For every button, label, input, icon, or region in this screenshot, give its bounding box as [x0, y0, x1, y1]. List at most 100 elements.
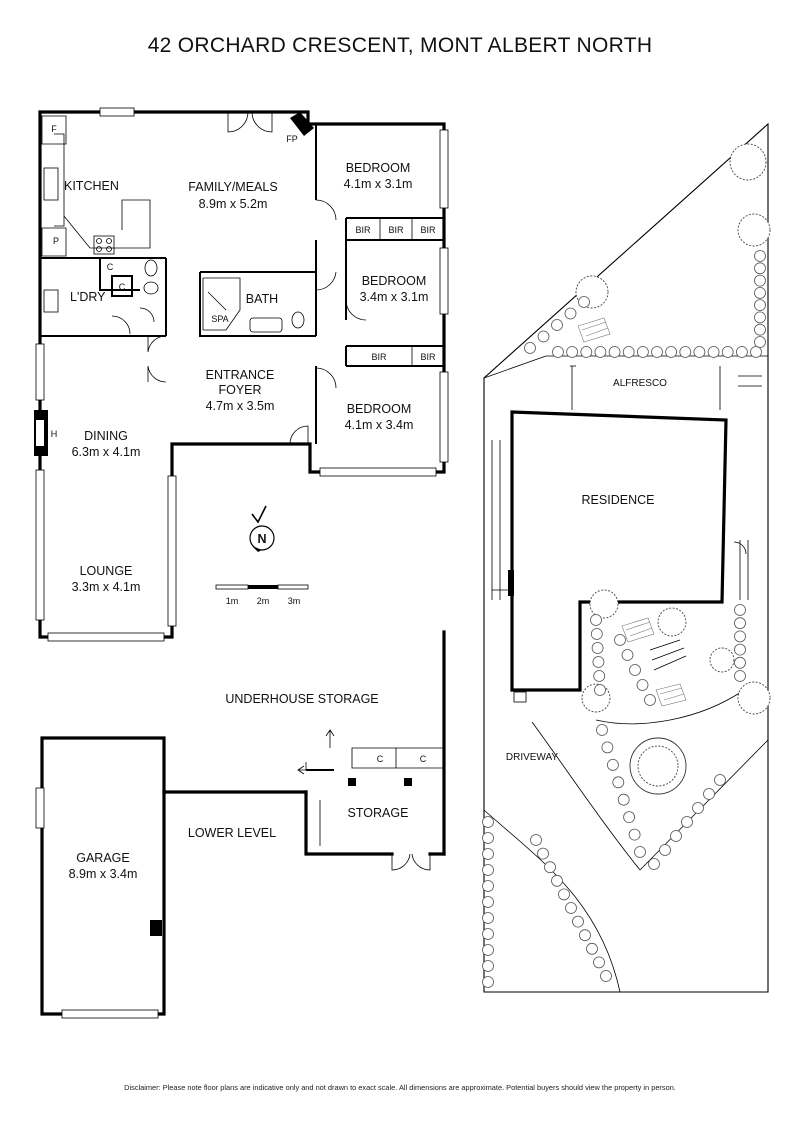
- shrub-13: [736, 346, 748, 358]
- bir-label-3: BIR: [420, 225, 436, 235]
- shrub-78: [621, 649, 634, 661]
- shrub-border: [482, 250, 766, 988]
- shrub-72: [590, 628, 603, 640]
- garage-size: 8.9m x 3.4m: [69, 867, 138, 881]
- residence-label: RESIDENCE: [582, 493, 655, 507]
- burner-4: [106, 246, 112, 252]
- window-kitchen-north: [99, 107, 135, 117]
- shrub-37: [482, 960, 494, 972]
- bedroom3-size: 4.1m x 3.4m: [345, 418, 414, 432]
- compass-letter: N: [257, 532, 266, 546]
- scale-tick-3m: 3m: [288, 596, 301, 606]
- shrub-11: [707, 346, 720, 358]
- kitchen-label: KITCHEN: [64, 179, 119, 193]
- kitchen-bench-west: [54, 133, 65, 227]
- window-lounge-west: [35, 469, 45, 621]
- residence-door: [508, 570, 514, 596]
- garage-meter: [150, 920, 162, 936]
- bedroom3-label: BEDROOM: [347, 402, 412, 416]
- residence-meter: [513, 691, 527, 703]
- bir-label-5: BIR: [420, 352, 436, 362]
- bath-label: BATH: [246, 292, 278, 306]
- scale-seg-1: [215, 584, 249, 590]
- side-gate: [733, 540, 749, 600]
- shrub-21: [754, 323, 766, 336]
- lower-level: [35, 630, 446, 1019]
- shrub-63: [634, 846, 646, 858]
- storage-cupboard-label-2: C: [420, 754, 427, 764]
- shrub-52: [734, 630, 746, 643]
- shrub-5: [622, 346, 635, 358]
- bath-west-wall: [199, 272, 316, 337]
- heater-label: H: [51, 429, 58, 439]
- shrub-4: [608, 346, 621, 358]
- shrub-74: [592, 656, 605, 668]
- shrub-58: [607, 759, 619, 771]
- bedroom2-size: 3.4m x 3.1m: [360, 290, 429, 304]
- residence-footprint: [510, 410, 728, 692]
- burner-1: [96, 238, 102, 244]
- storage-doors: [391, 853, 431, 871]
- alfresco-edge: [483, 355, 768, 379]
- shrub-36: [482, 944, 494, 956]
- bir-label-2: BIR: [388, 225, 404, 235]
- shrub-35: [482, 928, 494, 940]
- shrub-28: [482, 816, 494, 828]
- scale-seg-3: [277, 584, 309, 590]
- shrub-10: [693, 346, 706, 358]
- bedroom2-label: BEDROOM: [362, 274, 427, 288]
- burner-3: [96, 246, 102, 252]
- foyer-label-line1: ENTRANCE: [206, 368, 275, 382]
- shrub-61: [623, 811, 635, 823]
- storage-label: STORAGE: [348, 806, 409, 820]
- family-meals-label: FAMILY/MEALS: [188, 180, 277, 194]
- scale-tick-2m: 2m: [257, 596, 270, 606]
- spa-label: SPA: [211, 314, 228, 324]
- post-2: [404, 778, 412, 786]
- shrub-48: [593, 956, 605, 969]
- foyer-label-line2: FOYER: [218, 383, 261, 397]
- window-bedroom3-south: [319, 467, 437, 477]
- shrub-19: [754, 299, 766, 312]
- shrub-34: [482, 912, 494, 924]
- bir-row-1: [346, 217, 444, 241]
- shrub-18: [754, 286, 766, 299]
- shrub-46: [579, 929, 591, 942]
- lounge-label: LOUNGE: [80, 564, 133, 578]
- shrub-32: [482, 880, 494, 892]
- kitchen-bench-island: [63, 199, 151, 249]
- shrub-56: [596, 724, 608, 736]
- alfresco-label: ALFRESCO: [613, 378, 667, 389]
- shrub-70: [648, 858, 660, 870]
- bath-vanity: [249, 317, 283, 333]
- shrub-40: [537, 847, 549, 860]
- shrub-49: [600, 970, 612, 982]
- north-compass: N: [249, 505, 275, 552]
- shrub-76: [594, 684, 606, 696]
- shrub-79: [629, 664, 641, 676]
- window-bedroom1: [439, 129, 449, 209]
- shrub-67: [681, 816, 693, 828]
- underhouse-storage-label: UNDERHOUSE STORAGE: [225, 692, 378, 706]
- shrub-3: [594, 346, 607, 358]
- shrub-33: [482, 896, 494, 908]
- shrub-75: [593, 670, 606, 682]
- shrub-44: [565, 902, 577, 914]
- shrub-20: [754, 311, 766, 324]
- tree-6: [709, 647, 735, 673]
- door-bedroom1: [315, 199, 337, 221]
- pantry-box: [41, 227, 67, 257]
- shrub-39: [530, 834, 542, 846]
- laundry-cupboard-label-1: C: [107, 262, 114, 272]
- door-hall: [315, 271, 337, 291]
- shrub-60: [617, 793, 630, 806]
- shrub-65: [703, 788, 715, 800]
- tree-5: [657, 607, 687, 637]
- scale-tick-1m: 1m: [226, 596, 239, 606]
- shrub-55: [734, 670, 746, 682]
- shrub-53: [734, 643, 746, 656]
- shrub-38: [482, 976, 494, 988]
- bedroom1-size: 4.1m x 3.1m: [344, 177, 413, 191]
- window-lounge-east: [167, 475, 177, 627]
